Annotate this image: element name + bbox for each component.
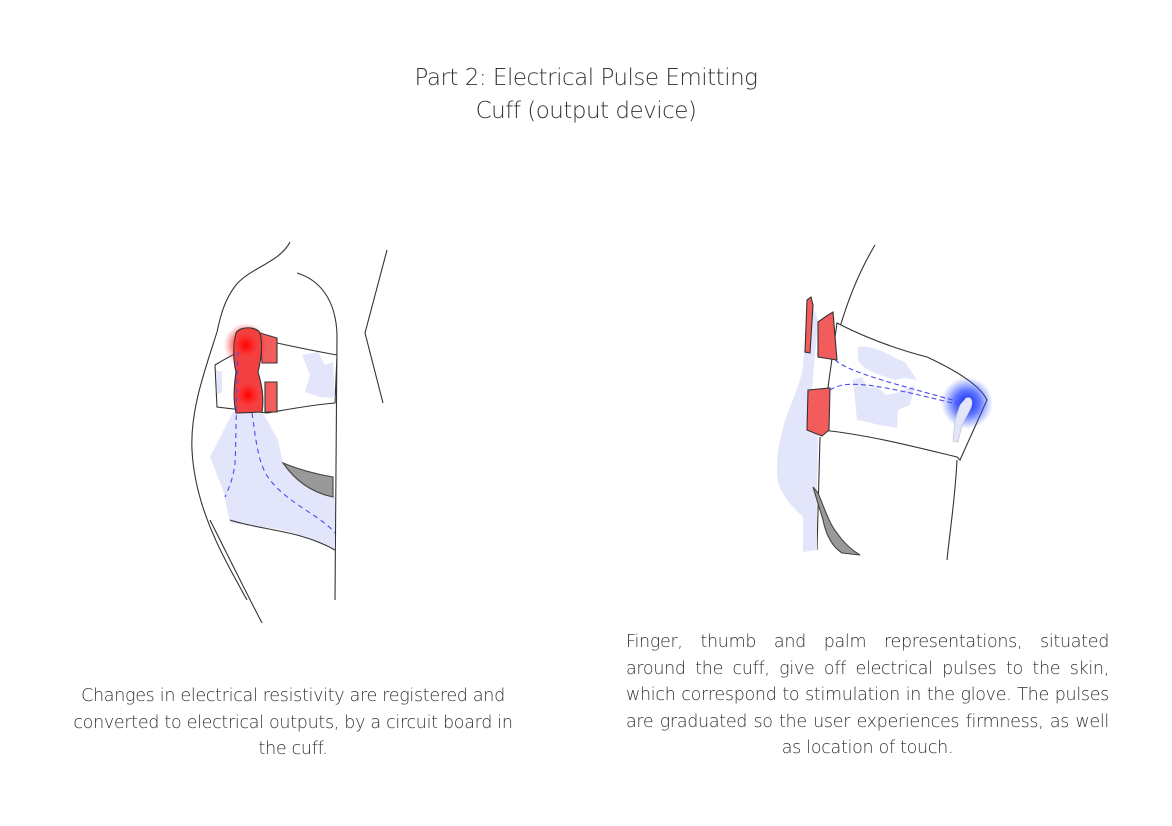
glove-patch (302, 352, 335, 398)
left-caption: Changes in electrical resistivity are re… (73, 686, 513, 759)
glove-patch (858, 346, 917, 380)
red-pad-small (264, 381, 278, 413)
shoulder-outline (839, 244, 876, 328)
gray-band (812, 486, 861, 556)
left-arm-illustration (191, 241, 388, 624)
red-strip (817, 311, 838, 361)
right-caption: Finger, thumb and palm representations, … (626, 629, 1109, 762)
title-line-1: Part 2: Electrical Pulse Emitting (414, 65, 758, 91)
red-strip-thin (804, 296, 814, 354)
gray-band (281, 461, 334, 498)
glove-patch (853, 377, 915, 428)
wire-dashed (834, 359, 961, 403)
glove-patch (216, 370, 222, 395)
right-caption-line: around the cuff, give off electrical pul… (626, 658, 1109, 679)
hand-glove (777, 300, 818, 552)
lower-cuff-edge (229, 519, 336, 551)
arm-outer-line (209, 519, 263, 624)
arm-inner-line (296, 272, 338, 601)
red-glow (232, 331, 260, 359)
shoulder-outline (191, 241, 291, 601)
right-caption-line: are graduated so the user experiences fi… (626, 711, 1109, 732)
title-line-2: Cuff (output device) (475, 98, 697, 124)
right-caption-line: as location of touch. (781, 738, 954, 758)
lower-glove-area (210, 412, 335, 550)
red-strip (806, 387, 831, 437)
torso-line (364, 249, 388, 404)
wire-dashed (829, 383, 961, 406)
right-arm-illustration (777, 244, 993, 561)
right-caption-line: Finger, thumb and palm representations, … (626, 632, 1109, 652)
red-glow (234, 381, 262, 409)
right-caption-line: which correspond to stimulation in the g… (626, 685, 1109, 705)
page-title: Part 2: Electrical Pulse Emitting Cuff (… (0, 62, 1172, 128)
arm-right-line (946, 459, 958, 561)
wire-dashed (224, 351, 239, 498)
glow-finger-pad (952, 397, 973, 443)
